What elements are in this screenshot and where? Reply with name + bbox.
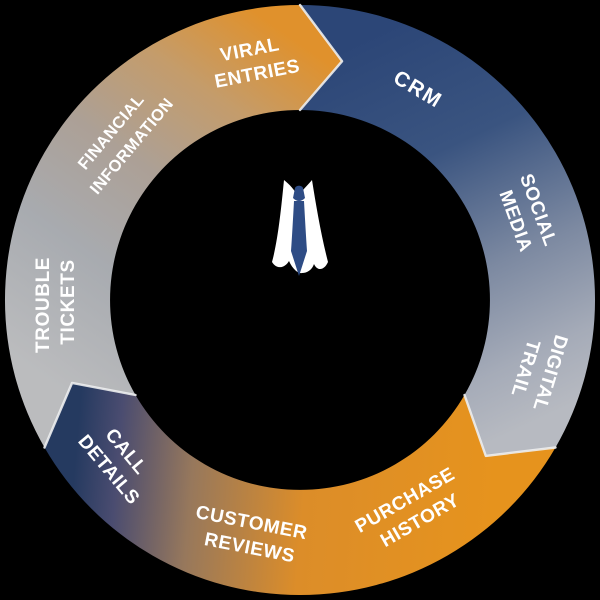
tie-knot-icon [293,185,305,201]
tie-icon [291,201,307,276]
arc-crm-social-digital [300,4,596,456]
svg-text:TROUBLE TICKETS: TROUBLE TICKETS [33,251,79,353]
junction-seam-bottom-right [463,393,557,458]
wheel-segments [4,3,596,596]
arc-trouble-financial-viral [4,5,343,448]
junction-seam-top [298,3,344,112]
junction-seam-bottom-left [43,381,137,449]
shirt-and-tie-person-icon [272,180,328,276]
arc-purchase-reviews-call [44,382,556,596]
label-trouble-tickets: TROUBLE TICKETS [33,251,79,353]
